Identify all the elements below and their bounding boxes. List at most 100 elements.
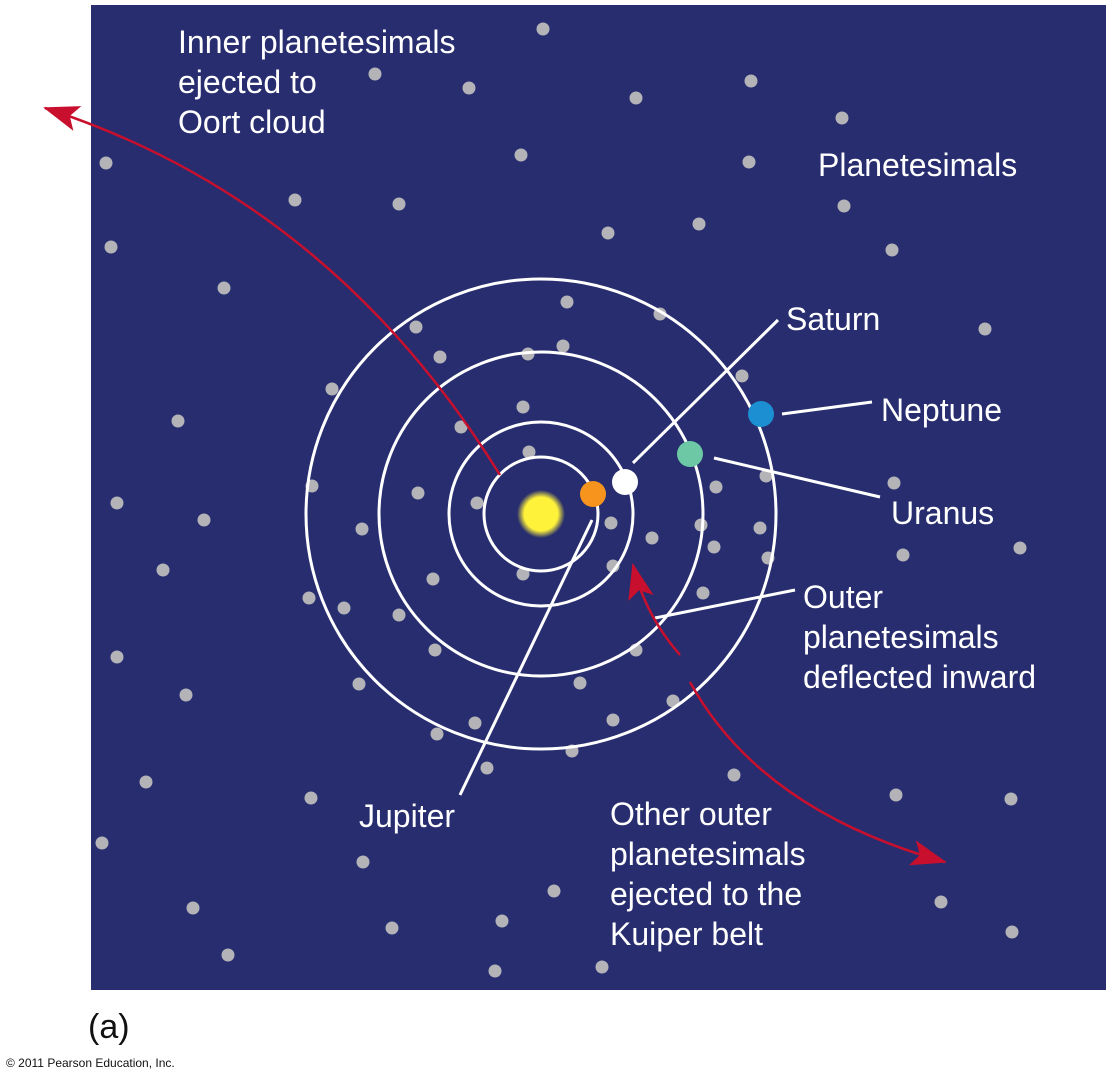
label-uranus: Uranus <box>891 495 995 531</box>
planetesimal-dot <box>837 199 851 213</box>
planetesimal-dot <box>433 350 447 364</box>
part-label: (a) <box>88 1008 130 1046</box>
planetesimal-dot <box>536 22 550 36</box>
planetesimal-dot <box>468 716 482 730</box>
label-planetesimals: Planetesimals <box>818 147 1018 183</box>
planetesimal-dot <box>1005 925 1019 939</box>
planetesimal-dot <box>356 855 370 869</box>
planetesimal-dot <box>186 901 200 915</box>
planetesimal-dot <box>454 420 468 434</box>
planetesimal-dot <box>179 688 193 702</box>
planetesimal-dot <box>666 694 680 708</box>
planetesimal-dot <box>337 601 351 615</box>
planetesimal-dot <box>385 921 399 935</box>
planetesimal-dot <box>516 567 530 581</box>
planetesimal-dot <box>392 608 406 622</box>
planetesimal-dot <box>392 197 406 211</box>
sun <box>517 490 565 538</box>
planetesimal-dot <box>934 895 948 909</box>
planetesimal-dot <box>744 74 758 88</box>
planetesimal-dot <box>753 521 767 535</box>
planetesimal-dot <box>156 563 170 577</box>
planetesimal-dot <box>516 400 530 414</box>
planetesimal-dot <box>835 111 849 125</box>
planetesimal-dot <box>885 243 899 257</box>
neptune-orbit <box>304 277 778 751</box>
planetesimal-dot <box>352 677 366 691</box>
leader-lines <box>458 318 881 796</box>
planetesimal-dot <box>304 791 318 805</box>
planetesimal-dot <box>601 226 615 240</box>
uranus-leader <box>713 456 881 499</box>
planetesimal-dot <box>197 513 211 527</box>
label-inner-ejected: Inner planetesimals ejected to Oort clou… <box>178 24 456 140</box>
planetesimal-dot <box>727 768 741 782</box>
planetesimal-dot <box>110 496 124 510</box>
planetesimal-dot <box>95 836 109 850</box>
planetesimal-dot <box>302 591 316 605</box>
planetesimal-dot <box>560 295 574 309</box>
planetesimal-dot <box>547 884 561 898</box>
kuiper-ejection-arrow <box>688 681 947 866</box>
uranus-planet <box>677 441 703 467</box>
planetesimal-dot <box>104 240 118 254</box>
planetesimal-dot <box>139 775 153 789</box>
planetesimal-dot <box>887 476 901 490</box>
planetesimal-dot <box>735 369 749 383</box>
planetesimal-dot <box>495 914 509 928</box>
saturn-planet <box>612 469 638 495</box>
planetesimal-dot <box>171 414 185 428</box>
planetesimal-dot <box>696 586 710 600</box>
planetesimal-dot <box>488 964 502 978</box>
saturn-leader <box>631 318 780 465</box>
planetesimal-dot <box>896 548 910 562</box>
label-jupiter: Jupiter <box>359 798 456 834</box>
planetesimal-dot <box>288 193 302 207</box>
planetesimal-dot <box>480 761 494 775</box>
planetesimal-dot <box>604 516 618 530</box>
oort-ejection-arrow <box>43 106 502 476</box>
planetesimal-dot <box>742 155 756 169</box>
planetesimal-dot <box>217 281 231 295</box>
planetesimal-dot <box>595 960 609 974</box>
planetesimal-dot <box>426 572 440 586</box>
planetesimal-dot <box>110 650 124 664</box>
planetesimal-dot <box>514 148 528 162</box>
planetesimal-dot <box>606 713 620 727</box>
trajectory-arrows <box>43 106 947 866</box>
planetesimal-dot <box>707 540 721 554</box>
planetesimal-dot <box>573 676 587 690</box>
inward-deflection-arrow <box>628 563 681 656</box>
neptune-planet <box>748 401 774 427</box>
label-outer-deflected: Outer planetesimals deflected inward <box>803 579 1037 695</box>
jupiter-leader <box>458 519 594 796</box>
planetesimal-dot <box>629 91 643 105</box>
planetesimal-dot <box>99 156 113 170</box>
planetesimal-dot <box>522 445 536 459</box>
planetesimal-dot <box>692 217 706 231</box>
label-neptune: Neptune <box>881 392 1002 428</box>
planetesimal-dot <box>470 496 484 510</box>
planetesimal-dot <box>645 531 659 545</box>
planetesimal-dot <box>759 469 773 483</box>
orbits <box>304 277 778 751</box>
jupiter-orbit <box>482 455 600 573</box>
planetesimal-dot <box>430 727 444 741</box>
planetesimal-dot <box>428 643 442 657</box>
planetesimal-dot <box>1004 792 1018 806</box>
planetesimal-dot <box>221 948 235 962</box>
label-outer-ejected: Other outer planetesimals ejected to the… <box>610 796 806 952</box>
planetesimal-dot <box>1013 541 1027 555</box>
planetesimal-dot <box>709 480 723 494</box>
planetesimal-dot <box>411 486 425 500</box>
planetesimal-dot <box>978 322 992 336</box>
uranus-orbit <box>377 350 705 678</box>
neptune-leader <box>781 400 873 416</box>
planetesimal-dot <box>355 522 369 536</box>
outer-deflected-leader <box>654 588 796 620</box>
planetesimal-dot <box>556 339 570 353</box>
planetesimals <box>95 22 1027 978</box>
planetesimal-dot <box>368 67 382 81</box>
label-saturn: Saturn <box>786 301 881 337</box>
